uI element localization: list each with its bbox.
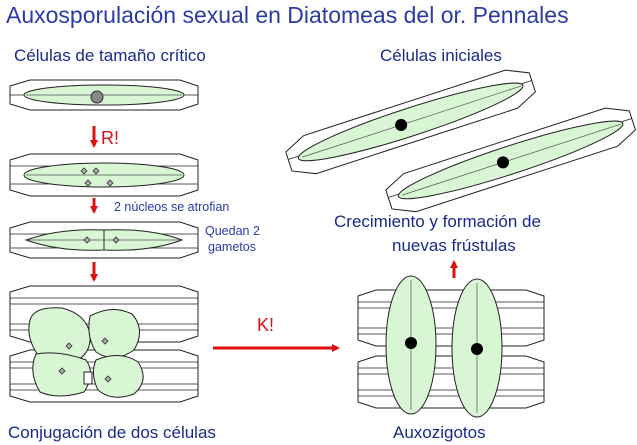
auxozygotes <box>357 275 545 418</box>
annotation-karyogamy: K! <box>257 315 275 335</box>
annotation-gametes-line1: Quedan 2 <box>205 224 260 238</box>
initial-cell-2 <box>385 107 637 213</box>
label-conjugation: Conjugación de dos células <box>8 423 216 442</box>
label-growth-line2: nuevas frústulas <box>392 236 516 255</box>
initial-cell-1 <box>285 69 537 175</box>
label-growth-line1: Crecimiento y formación de <box>334 212 541 231</box>
annotation-nuclei-atrophy: 2 núcleos se atrofian <box>114 200 230 214</box>
annotation-meiosis: R! <box>101 128 119 148</box>
meiosis-cell <box>9 153 199 197</box>
label-critical-cells: Células de tamaño crítico <box>14 46 206 65</box>
conjugation-cells <box>9 285 199 403</box>
label-initial-cells: Células iniciales <box>380 46 502 65</box>
gamete-cell <box>9 221 199 259</box>
annotation-gametes-line2: gametos <box>208 240 256 254</box>
critical-size-cell <box>9 79 199 111</box>
label-auxozygotes: Auxozigotos <box>393 423 486 442</box>
diagram-title: Auxosporulación sexual en Diatomeas del … <box>6 2 569 28</box>
